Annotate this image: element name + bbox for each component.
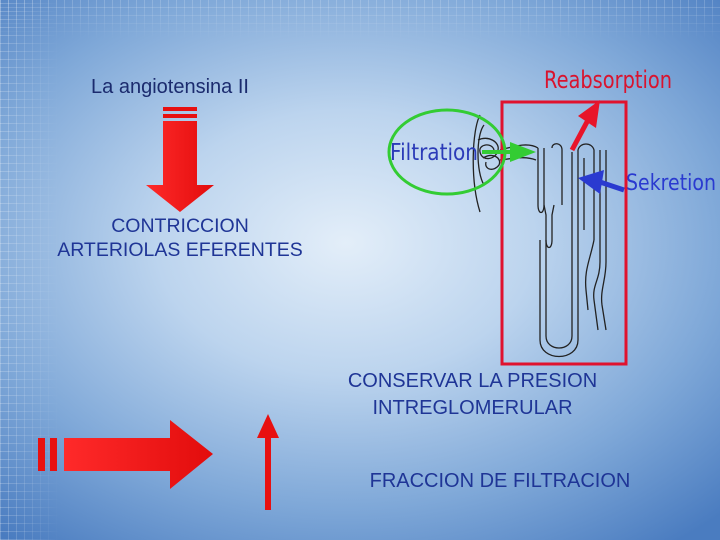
contriccion-line-2: ARTERIOLAS EFERENTES xyxy=(57,239,303,261)
background-grid-top xyxy=(0,0,720,40)
conservar-text: CONSERVAR LA PRESION INTREGLOMERULAR xyxy=(300,368,645,422)
conservar-line-2: INTREGLOMERULAR xyxy=(372,397,573,419)
reabsorption-arrow-icon xyxy=(569,100,600,152)
reabsorption-label: Reabsorption xyxy=(544,66,672,94)
right-arrow-icon xyxy=(38,420,213,489)
sekretion-label: Sekretion xyxy=(626,171,716,196)
contriccion-text: CONTRICCION ARTERIOLAS EFERENTES xyxy=(20,214,340,262)
tubule-frame xyxy=(500,100,628,366)
contriccion-line-1: CONTRICCION xyxy=(111,215,249,237)
slide-title: La angiotensina II xyxy=(91,76,249,98)
up-arrow-icon xyxy=(257,414,279,510)
sekretion-arrow-icon xyxy=(578,170,625,194)
filtration-arrow-icon xyxy=(482,142,536,162)
filtration-label: Filtration xyxy=(390,140,478,166)
fraccion-text: FRACCION DE FILTRACION xyxy=(369,470,631,492)
nephron-diagram xyxy=(472,114,607,358)
conservar-line-1: CONSERVAR LA PRESION xyxy=(347,370,598,392)
down-arrow-icon xyxy=(146,107,214,212)
